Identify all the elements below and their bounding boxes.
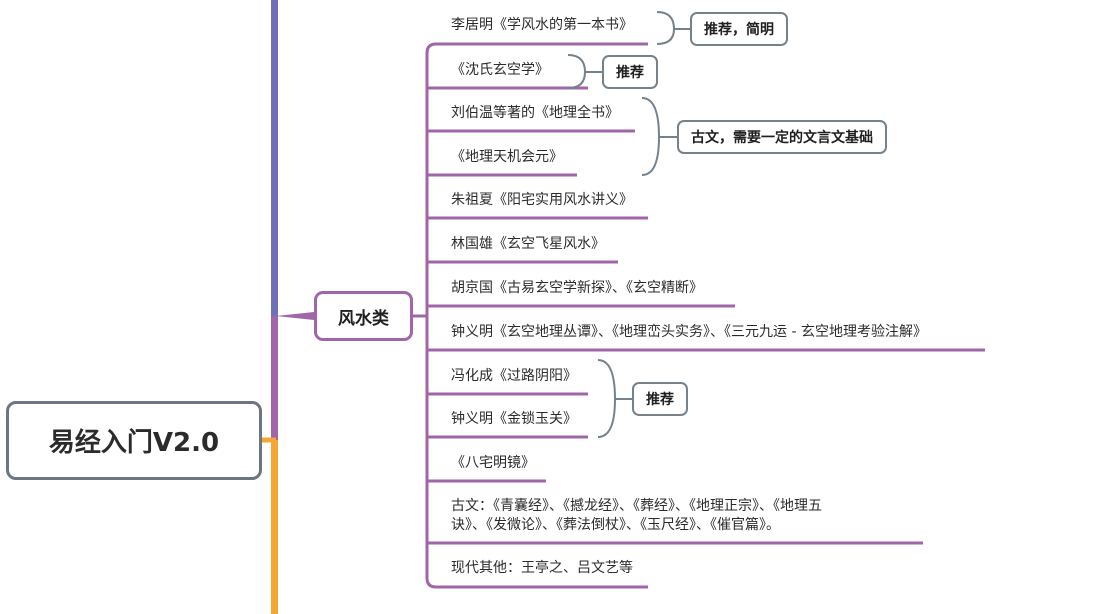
note-classical-chinese[interactable]: 古文，需要一定的文言文基础 (677, 120, 887, 154)
book-item[interactable]: 朱祖夏《阳宅实用风水讲义》 (451, 192, 633, 208)
book-item[interactable]: 刘伯温等著的《地理全书》 (451, 105, 619, 121)
category-fengshui[interactable]: 风水类 (314, 291, 413, 341)
book-item[interactable]: 胡京国《古易玄空学新探》、《玄空精断》 (451, 280, 703, 296)
book-item[interactable]: 诀》、《发微论》、《葬法倒杖》、《玉尺经》、《催官篇》。 (451, 517, 780, 533)
book-item[interactable]: 《地理天机会元》 (451, 149, 563, 165)
book-item[interactable]: 古文：《青囊经》、《撼龙经》、《葬经》、《地理正宗》、《地理五 (451, 498, 822, 514)
book-item[interactable]: 冯化成《过路阴阳》 (451, 368, 577, 384)
book-item[interactable]: 林国雄《玄空飞星风水》 (451, 236, 605, 252)
note-recommend[interactable]: 推荐 (632, 382, 688, 416)
book-item[interactable]: 李居明《学风水的第一本书》 (451, 17, 633, 33)
book-item[interactable]: 钟义明《玄空地理丛谭》、《地理峦头实务》、《三元九运 - 玄空地理考验注解》 (451, 324, 927, 340)
note-recommend[interactable]: 推荐 (602, 55, 658, 89)
book-item[interactable]: 钟义明《金锁玉关》 (451, 411, 577, 427)
book-item[interactable]: 《八宅明镜》 (451, 455, 535, 471)
book-item[interactable]: 现代其他：王亭之、吕文艺等 (451, 560, 633, 576)
note-recommend-concise[interactable]: 推荐，简明 (690, 12, 788, 46)
book-item[interactable]: 《沈氏玄空学》 (451, 62, 549, 78)
root-topic[interactable]: 易经入门V2.0 (6, 401, 262, 480)
